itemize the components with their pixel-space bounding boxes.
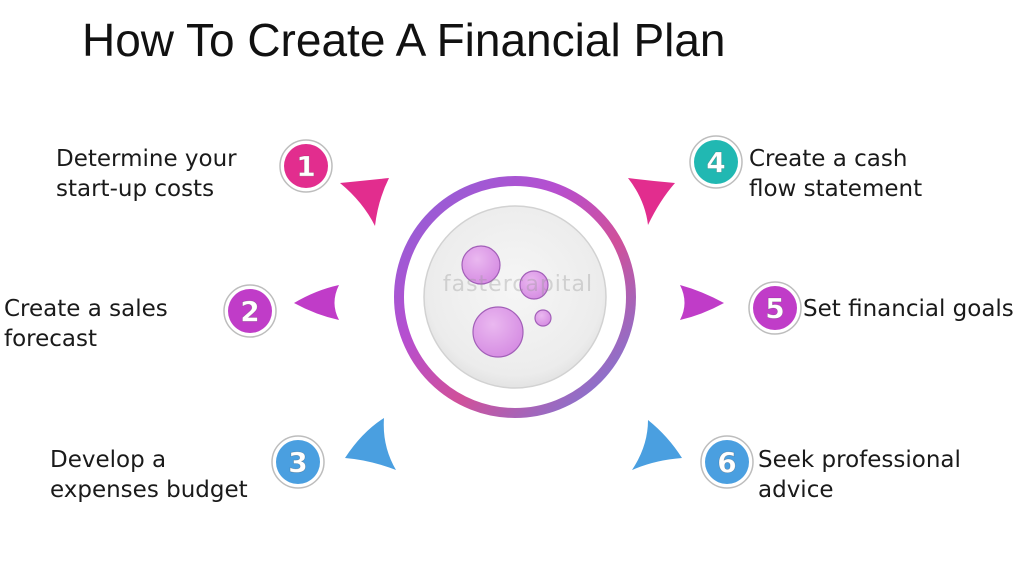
badge-number: 5 (765, 292, 784, 325)
badge-fill (705, 440, 749, 484)
badge-number: 2 (240, 295, 259, 328)
ring-inner-disc (423, 205, 607, 389)
bubble-large-top (461, 245, 501, 285)
badge-number: 1 (296, 150, 315, 183)
arrow-step-1 (340, 178, 389, 226)
arrows (294, 178, 724, 470)
step-3-badge: 3 (271, 435, 325, 489)
badge-number: 4 (706, 146, 725, 179)
step-1-badge: 1 (279, 139, 333, 193)
step-6-label: Seek professional advice (758, 447, 961, 503)
step-4-badge: 4 (689, 135, 743, 189)
bubble-cluster (461, 245, 552, 358)
badge-fill (753, 286, 797, 330)
step-4-label: Create a cash flow statement (749, 146, 923, 202)
badge-fill (284, 144, 328, 188)
center-ring (394, 176, 636, 418)
badge-fill (694, 140, 738, 184)
step-6-badge: 6 (700, 435, 754, 489)
step-5-badge: 5 (748, 281, 802, 335)
watermark: fastercapital (442, 272, 594, 297)
arrow-step-6 (632, 420, 682, 470)
number-badges: 1 2 3 4 5 6 (223, 135, 802, 489)
bubble-small (534, 309, 552, 327)
step-2-label: Create a sales forecast (4, 296, 168, 352)
arrow-step-4 (628, 178, 675, 225)
bubble-largest (472, 306, 524, 358)
bubble-medium (519, 270, 549, 300)
arrow-step-2 (294, 285, 339, 320)
ring-outer (394, 176, 636, 418)
badge-number: 6 (717, 446, 736, 479)
step-2-badge: 2 (223, 284, 277, 338)
arrow-step-3 (345, 418, 396, 470)
arrow-step-5 (680, 285, 724, 320)
badge-fill (228, 289, 272, 333)
step-5-label: Set financial goals (803, 296, 1014, 322)
step-1-label: Determine your start-up costs (56, 146, 237, 202)
page-title: How To Create A Financial Plan (82, 14, 726, 66)
badge-fill (276, 440, 320, 484)
step-3-label: Develop a expenses budget (50, 447, 248, 503)
badge-number: 3 (288, 446, 307, 479)
